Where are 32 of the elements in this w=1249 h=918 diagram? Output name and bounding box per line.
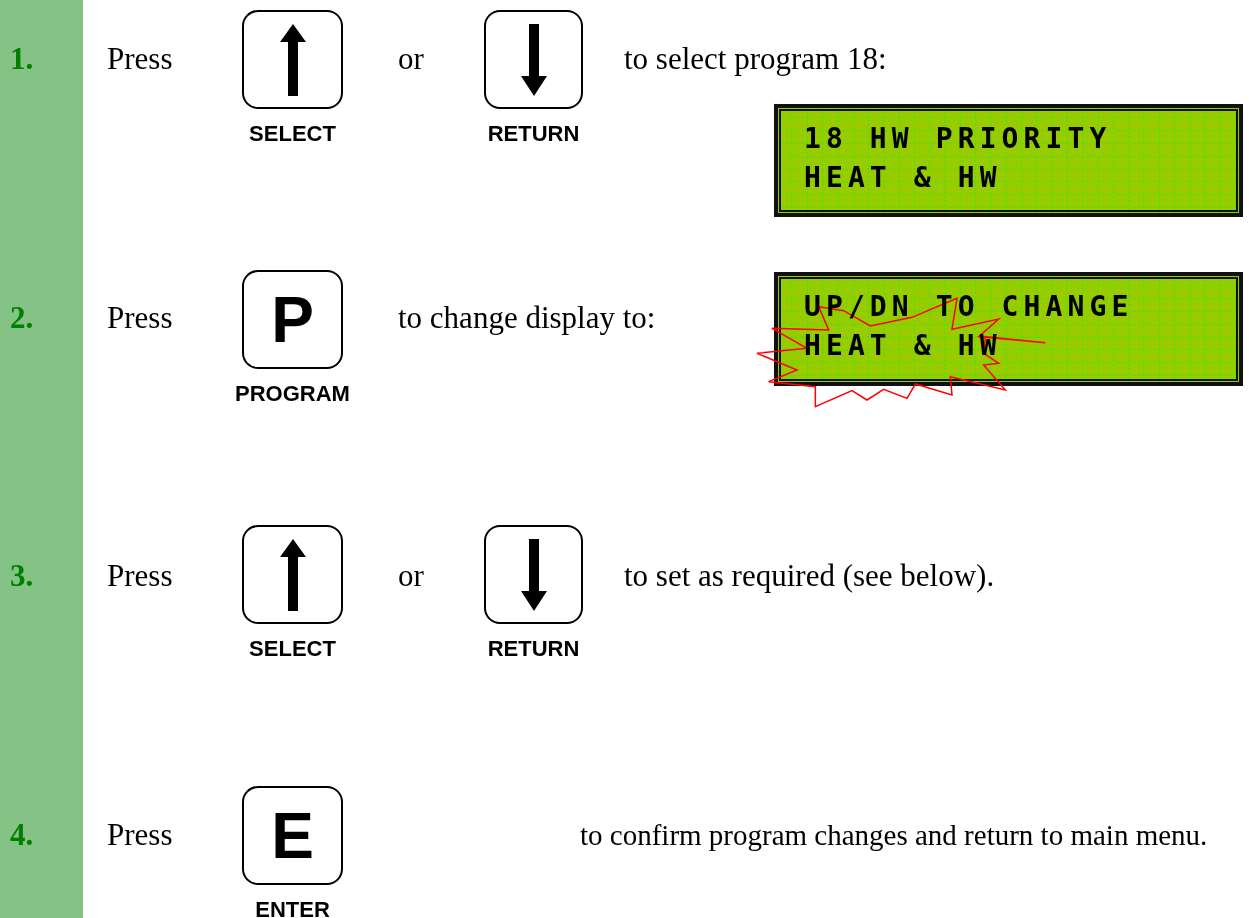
- key-label: RETURN: [487, 636, 580, 662]
- key-label: RETURN: [487, 121, 580, 147]
- keypad-key: [242, 270, 343, 369]
- instruction-text: to confirm program changes and return to main menu.: [580, 818, 1208, 853]
- lcd-display: [774, 272, 1243, 386]
- lcd-display: [774, 104, 1243, 217]
- keypad-key: [242, 525, 343, 624]
- instruction-text: to change display to:: [398, 299, 656, 337]
- key-label: ENTER: [255, 897, 330, 918]
- key-letter: P: [270, 287, 315, 352]
- instruction-text: Press: [107, 557, 173, 595]
- instruction-text: to select program 18:: [624, 40, 887, 78]
- step-number: 1.: [10, 40, 34, 78]
- display-text: HEAT & HW: [804, 162, 1002, 194]
- key-label: SELECT: [249, 121, 336, 147]
- key-label: PROGRAM: [235, 381, 350, 407]
- keypad-key: [484, 10, 583, 109]
- instruction-text: Press: [107, 299, 173, 337]
- step-number: 4.: [10, 816, 34, 854]
- key-label: SELECT: [249, 636, 336, 662]
- keypad-key: [242, 10, 343, 109]
- instruction-text: to set as required (see below).: [624, 557, 995, 595]
- key-letter: E: [270, 803, 315, 868]
- instruction-text: or: [398, 557, 424, 595]
- step-number: 3.: [10, 557, 34, 595]
- instruction-text: or: [398, 40, 424, 78]
- instruction-text: Press: [107, 816, 173, 854]
- instruction-text: Press: [107, 40, 173, 78]
- keypad-key: [484, 525, 583, 624]
- display-text: 18 HW PRIORITY: [804, 123, 1112, 155]
- step-number: 2.: [10, 299, 34, 337]
- keypad-key: [242, 786, 343, 885]
